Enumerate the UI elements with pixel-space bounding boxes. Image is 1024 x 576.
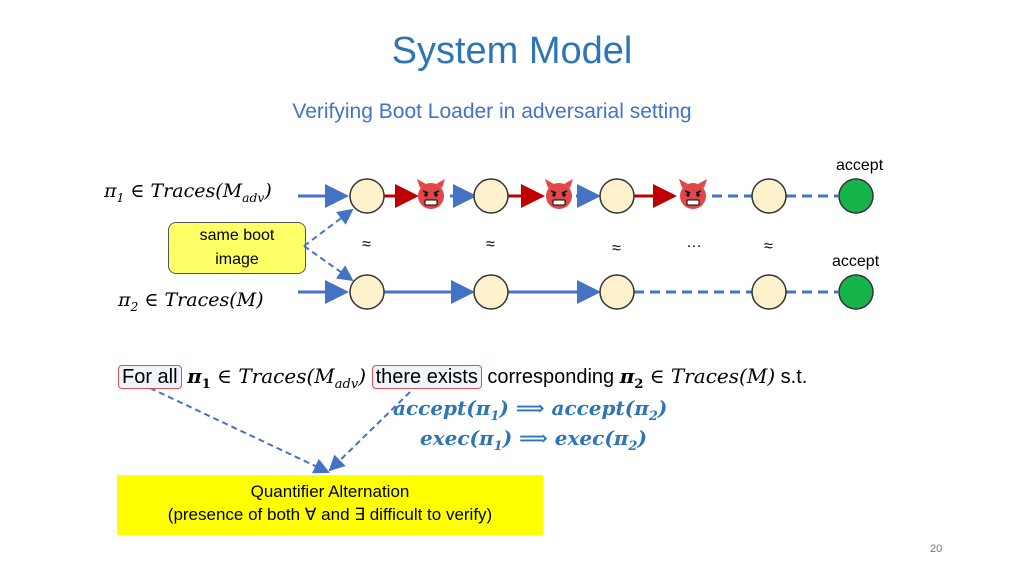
accept-implies: ) ⟹ accept(π — [499, 396, 649, 420]
callout-description: (presence of both ∀ and ∃ difficult to v… — [167, 505, 493, 524]
slide-title: System Model — [391, 30, 633, 72]
state-bottom-4 — [751, 274, 787, 310]
state-bottom-1 — [349, 274, 385, 310]
trace2-label: π2 ∈ Traces(M) — [118, 289, 264, 314]
state-bottom-3 — [599, 274, 635, 310]
page-number: 20 — [930, 543, 943, 555]
approx-symbol-3: ≈ — [612, 240, 621, 257]
trace1-label: π1 ∈ Traces(Madv) — [104, 180, 272, 205]
trace1-symbol: π — [104, 180, 117, 202]
pi1-symbol: π — [187, 364, 202, 388]
accept-left: accept(π — [393, 396, 491, 420]
callout-title: Quantifier Alternation — [250, 482, 410, 501]
in-traces-m: ∈ Traces(M) — [643, 364, 776, 388]
exec-left-sub: 1 — [493, 439, 503, 454]
trace2-sub: 2 — [130, 299, 139, 314]
adversary-devil-icon — [679, 179, 707, 209]
trace2-symbol: π — [118, 289, 131, 311]
adv-sub: adv — [334, 377, 359, 392]
accept-label-bottom: accept — [832, 253, 880, 270]
boot-to-trace1-arrow — [303, 208, 354, 247]
state-top-4 — [751, 178, 787, 214]
accept-right-sub: 2 — [648, 409, 658, 424]
adversary-devil-icon — [417, 179, 445, 209]
approx-symbol-4: ≈ — [764, 238, 773, 255]
statement-line-1: For all π1 ∈ Traces(Madv) there exists c… — [118, 364, 807, 392]
there-exists-callout-arrow — [328, 391, 411, 472]
statement-line-3: exec(π1) ⟹ exec(π2) — [420, 426, 647, 454]
trace1-relation: ∈ Traces(M — [124, 180, 243, 202]
accept-label-top: accept — [836, 157, 884, 174]
boot-to-trace2-arrow — [303, 245, 354, 282]
for-all-callout-arrow — [149, 387, 330, 474]
same-boot-image-text: same boot image — [199, 227, 275, 268]
accept-state-top — [838, 178, 874, 214]
ellipsis: … — [686, 234, 702, 251]
slide-subtitle: Verifying Boot Loader in adversarial set… — [292, 100, 692, 123]
state-top-1 — [349, 178, 385, 214]
exec-end: ) — [637, 426, 647, 450]
trace1-close: ) — [264, 180, 272, 202]
trace1-model-sub: adv — [242, 190, 265, 205]
approx-symbol-1: ≈ — [362, 236, 371, 253]
pi2-symbol: π — [619, 364, 635, 388]
accept-left-sub: 1 — [490, 409, 500, 424]
trace2-relation: ∈ Traces(M) — [138, 289, 264, 311]
approx-symbol-2: ≈ — [486, 236, 495, 253]
statement-line-2: accept(π1) ⟹ accept(π2) — [393, 396, 667, 424]
pi1-sub: 1 — [201, 377, 211, 392]
pi2-sub: 2 — [634, 377, 644, 392]
adversary-devil-icon — [545, 179, 573, 209]
trace1-sub: 1 — [116, 190, 125, 205]
accept-end: ) — [657, 396, 668, 420]
such-that-text: s.t. — [775, 366, 808, 388]
in-traces-madv: ∈ Traces(M — [210, 364, 335, 388]
state-bottom-2 — [473, 274, 509, 310]
exec-right-sub: 2 — [628, 439, 638, 454]
for-all-highlight: For all — [118, 365, 182, 389]
corresponding-text: corresponding — [481, 366, 620, 388]
there-exists-highlight: there exists — [371, 365, 482, 389]
close-paren: ) — [358, 364, 366, 388]
quantifier-alternation-callout: Quantifier Alternation (presence of both… — [117, 475, 543, 535]
accept-state-bottom — [838, 274, 874, 310]
exec-implies: ) ⟹ exec(π — [502, 426, 629, 450]
state-top-2 — [473, 178, 509, 214]
state-top-3 — [599, 178, 635, 214]
exec-left: exec(π — [420, 426, 494, 450]
